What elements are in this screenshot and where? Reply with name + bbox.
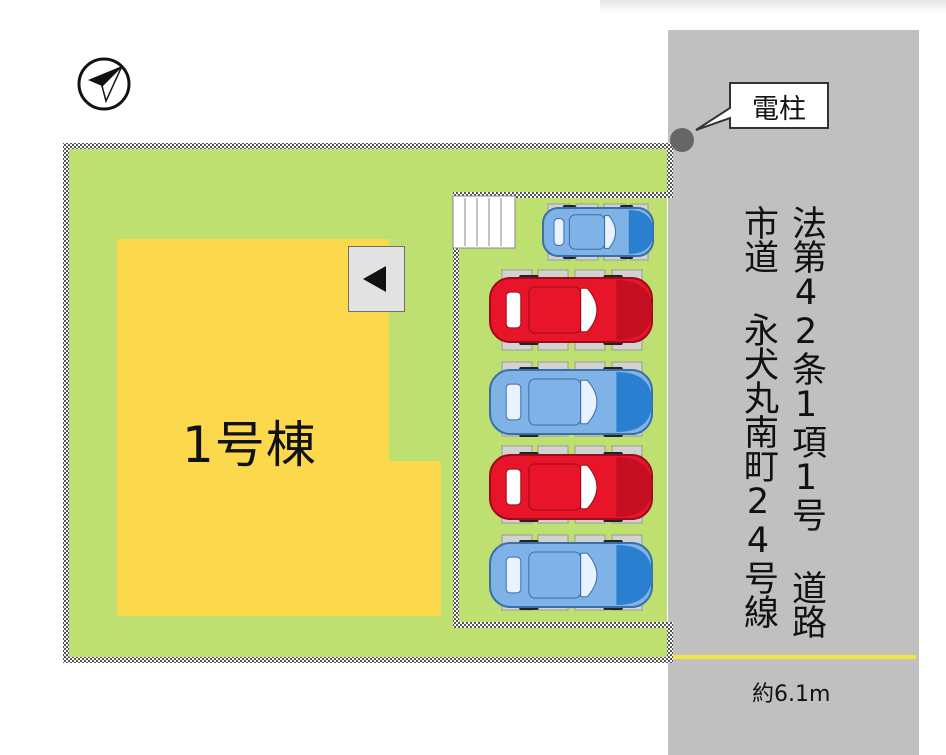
car-roof — [528, 378, 582, 426]
car-rear-window — [505, 556, 522, 594]
utility-pole-icon — [670, 128, 694, 152]
north-arrow-icon — [77, 57, 131, 111]
car-blue — [489, 540, 653, 610]
car-rear-window — [505, 468, 522, 506]
pole-callout-bubble — [695, 82, 829, 131]
utility-pole-label: 電柱 — [752, 93, 806, 125]
car-red — [489, 275, 653, 345]
car-hood — [628, 210, 653, 254]
car-roof — [528, 551, 582, 599]
car-windshield — [580, 379, 598, 425]
building-footprint — [117, 239, 441, 616]
road-width-label: 約6.1m — [752, 682, 831, 707]
car-roof — [528, 286, 582, 334]
car-roof — [528, 463, 582, 511]
car-rear-window — [553, 218, 565, 246]
car-hood — [616, 457, 652, 517]
top-shadow — [600, 0, 946, 14]
car-hood — [616, 280, 652, 340]
car-windshield — [580, 552, 598, 598]
stairs — [452, 195, 516, 249]
car-hood — [616, 372, 652, 432]
car-blue — [489, 367, 653, 437]
building-label: 1号棟 — [182, 416, 317, 474]
car-windshield — [580, 464, 598, 510]
car-red — [489, 452, 653, 522]
car-windshield — [604, 215, 617, 249]
road — [668, 30, 919, 755]
road-name-label: 市道 永犬丸南町24号線 — [738, 205, 778, 628]
parked-cars — [489, 205, 654, 610]
triangle-left-icon — [363, 266, 386, 292]
car-hood — [616, 545, 652, 605]
car-blue — [542, 205, 654, 259]
parking-fence — [453, 248, 670, 628]
car-rear-window — [505, 383, 522, 421]
car-roof — [568, 214, 606, 250]
entrance-marker — [348, 246, 405, 312]
road-classification-label: 法第42条1項1号 道路 — [786, 205, 826, 638]
road-boundary-line — [668, 655, 916, 659]
car-rear-window — [505, 291, 522, 329]
car-windshield — [580, 287, 598, 333]
